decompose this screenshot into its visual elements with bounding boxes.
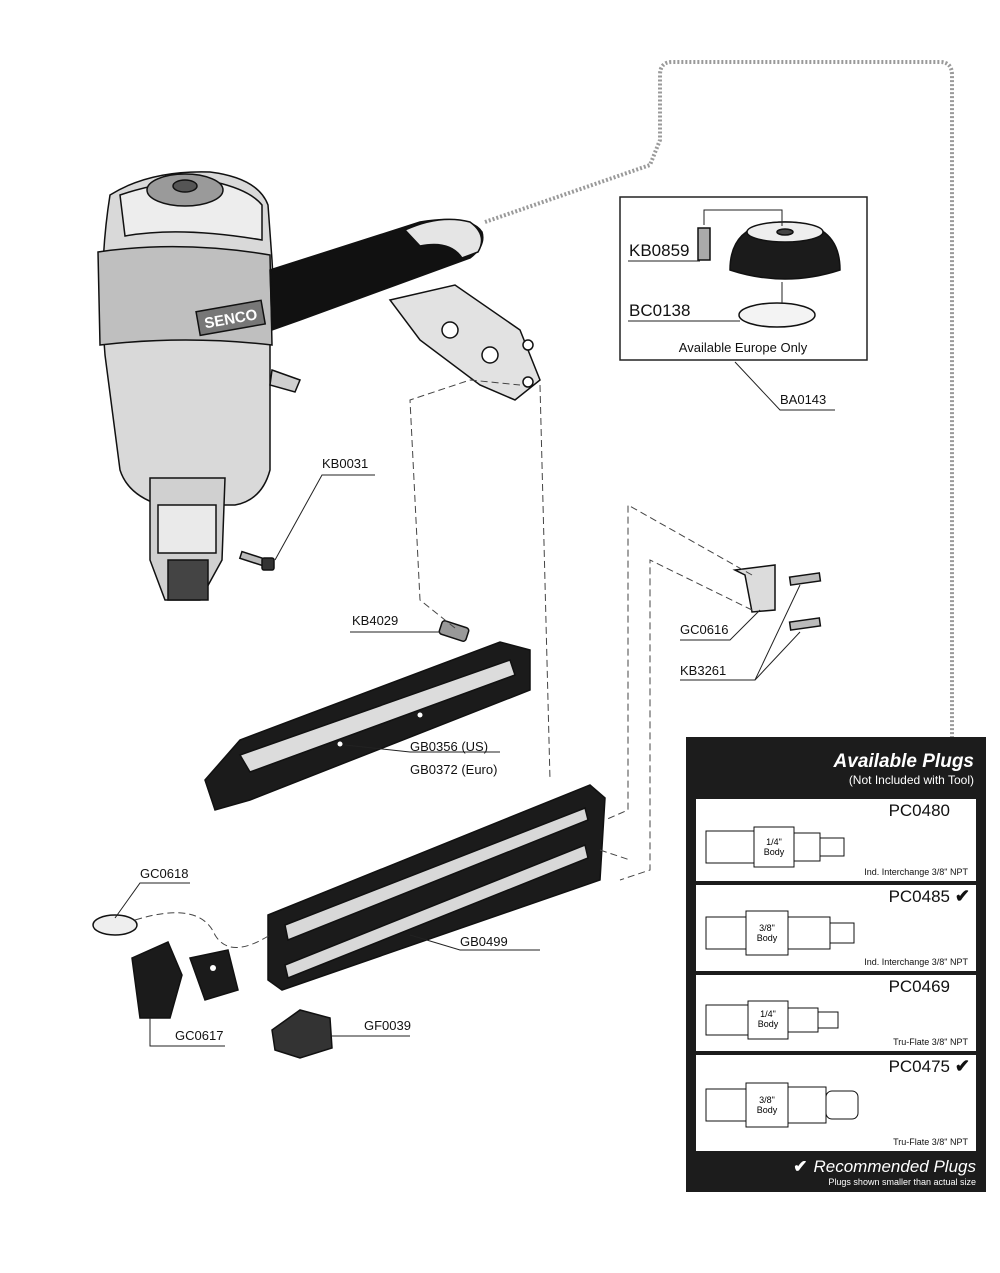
europe-only-note: Available Europe Only <box>679 340 808 355</box>
exhaust-cap <box>729 221 841 280</box>
ring-bc0138 <box>738 302 816 328</box>
plug-card-pc0480: PC0480 1/4" Body Ind. Interchange 3/8" N… <box>696 799 976 881</box>
plug-illustration: 1/4" Body <box>705 826 845 868</box>
label-kb3261: KB3261 <box>680 663 726 678</box>
plug-code: PC0475 <box>888 1057 950 1076</box>
recommended-text: Recommended Plugs <box>813 1157 976 1176</box>
plug-code: PC0485 <box>888 887 950 906</box>
plug-card-pc0475: PC0475 ✔ 3/8" Body Tru-Flate 3/8" NPT <box>696 1055 976 1151</box>
nailer-tool: SENCO <box>97 171 541 601</box>
label-ba0143: BA0143 <box>780 392 826 407</box>
plug-illustration: 3/8" Body <box>705 1082 859 1128</box>
plug-size: 1/4" <box>766 837 782 847</box>
magazine-lower <box>267 784 606 991</box>
recommended-check-icon: ✔ <box>954 1056 970 1076</box>
plug-desc: Ind. Interchange 3/8" NPT <box>864 957 968 967</box>
plug-size: 1/4" <box>760 1009 776 1019</box>
label-gb0356: GB0356 (US) <box>410 739 488 754</box>
label-bc0138: BC0138 <box>629 301 690 320</box>
recommended-plugs-label: ✔ Recommended Plugs <box>686 1157 976 1177</box>
ring-gc0618 <box>92 914 138 936</box>
plug-illustration: 1/4" Body <box>705 1000 839 1040</box>
plugs-subtitle: (Not Included with Tool) <box>848 773 974 787</box>
plug-desc: Tru-Flate 3/8" NPT <box>893 1037 968 1047</box>
label-gf0039: GF0039 <box>364 1018 411 1033</box>
available-plugs-panel: Available Plugs (Not Included with Tool)… <box>686 737 986 1192</box>
screw-kb0859 <box>697 227 711 261</box>
label-gb0372: GB0372 (Euro) <box>410 762 497 777</box>
latch-gc0617 <box>131 941 239 1019</box>
label-kb4029: KB4029 <box>352 613 398 628</box>
plug-illustration: 3/8" Body <box>705 910 855 956</box>
plug-body: Body <box>764 847 785 857</box>
plugs-title: Available Plugs <box>833 751 974 772</box>
europe-inset-box <box>619 196 868 361</box>
label-kb0031: KB0031 <box>322 456 368 471</box>
magazine-upper <box>204 641 531 811</box>
clip-gc0616 <box>732 564 822 631</box>
label-gb0499: GB0499 <box>460 934 508 949</box>
plug-code: PC0469 <box>888 977 950 996</box>
plug-code: PC0480 <box>888 801 950 820</box>
label-gc0616: GC0616 <box>680 622 728 637</box>
plug-card-pc0485: PC0485 ✔ 3/8" Body Ind. Interchange 3/8"… <box>696 885 976 971</box>
label-gc0617: GC0617 <box>175 1028 223 1043</box>
plugs-size-note: Plugs shown smaller than actual size <box>828 1177 976 1187</box>
air-hose-path <box>484 60 954 1076</box>
plug-body: Body <box>758 1019 779 1029</box>
plug-body: Body <box>757 1105 778 1115</box>
plug-card-pc0469: PC0469 1/4" Body Tru-Flate 3/8" NPT <box>696 975 976 1051</box>
label-kb0859: KB0859 <box>629 241 690 260</box>
screw-kb0031 <box>238 550 275 571</box>
spring-kb4029 <box>438 620 470 642</box>
label-gc0618: GC0618 <box>140 866 188 881</box>
plug-desc: Ind. Interchange 3/8" NPT <box>864 867 968 877</box>
recommended-check-icon: ✔ <box>793 1157 808 1176</box>
plug-desc: Tru-Flate 3/8" NPT <box>893 1137 968 1147</box>
plug-body: Body <box>757 933 778 943</box>
plug-size: 3/8" <box>759 1095 775 1105</box>
cap-gf0039 <box>271 1009 333 1059</box>
recommended-check-icon: ✔ <box>954 886 970 906</box>
plug-size: 3/8" <box>759 923 775 933</box>
